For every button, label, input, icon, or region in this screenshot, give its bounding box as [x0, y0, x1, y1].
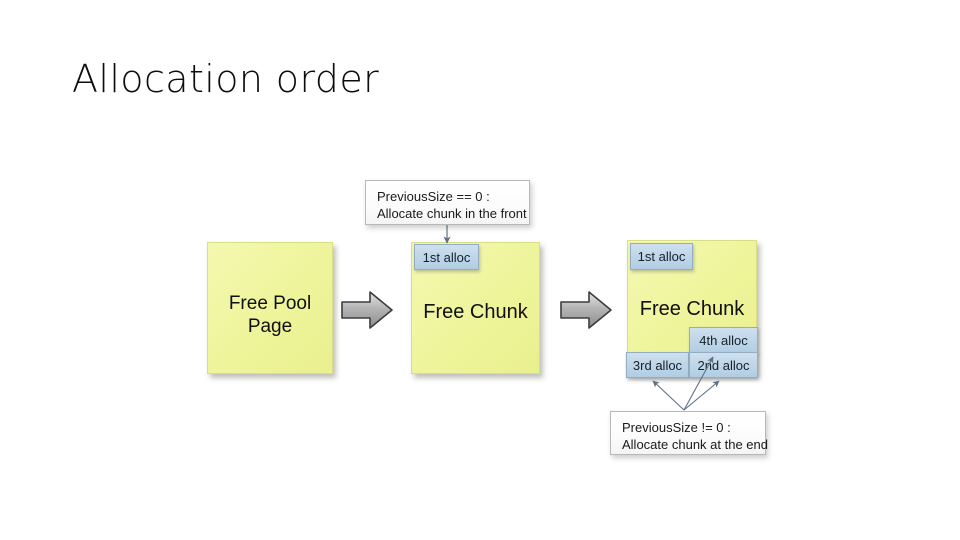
flow-arrow-1 — [340, 289, 394, 331]
alloc-chunk-label: 3rd alloc — [632, 357, 683, 373]
connector-end-to-3rd-alloc — [652, 380, 685, 411]
free-chunk-middle-label: Free Chunk — [423, 301, 528, 323]
alloc-chunk-3rd-right[interactable]: 3rd alloc — [626, 352, 689, 378]
free-chunk-right-label: Free Chunk — [639, 298, 745, 320]
alloc-chunk-2nd-right[interactable]: 2nd alloc — [689, 352, 758, 378]
page-title: Allocation order — [72, 57, 380, 101]
alloc-chunk-1st-middle[interactable]: 1st alloc — [414, 244, 479, 270]
connector-end-to-2nd-alloc — [683, 380, 720, 411]
alloc-chunk-label: 1st alloc — [422, 249, 471, 265]
callout-line-2: Allocate chunk in the front — [377, 206, 527, 221]
callout-line-1: PreviousSize != 0 : — [622, 420, 731, 435]
free-pool-page-label-line1: Free Pool — [228, 293, 312, 314]
callout-allocate-end: PreviousSize != 0 : Allocate chunk at th… — [610, 411, 768, 455]
free-pool-page-label-line2: Page — [247, 316, 293, 337]
flow-arrow-2 — [559, 289, 613, 331]
alloc-chunk-label: 1st alloc — [637, 249, 686, 264]
alloc-chunk-4th-right[interactable]: 4th alloc — [689, 327, 758, 354]
alloc-chunk-label: 2nd alloc — [697, 357, 750, 373]
callout-line-2: Allocate chunk at the end — [622, 437, 768, 452]
alloc-chunk-label: 4th alloc — [699, 333, 748, 348]
alloc-chunk-1st-right[interactable]: 1st alloc — [630, 243, 693, 270]
callout-allocate-front: PreviousSize == 0 : Allocate chunk in th… — [365, 180, 530, 225]
free-pool-page-block: Free Pool Page — [207, 242, 333, 374]
callout-line-1: PreviousSize == 0 : — [377, 189, 490, 204]
